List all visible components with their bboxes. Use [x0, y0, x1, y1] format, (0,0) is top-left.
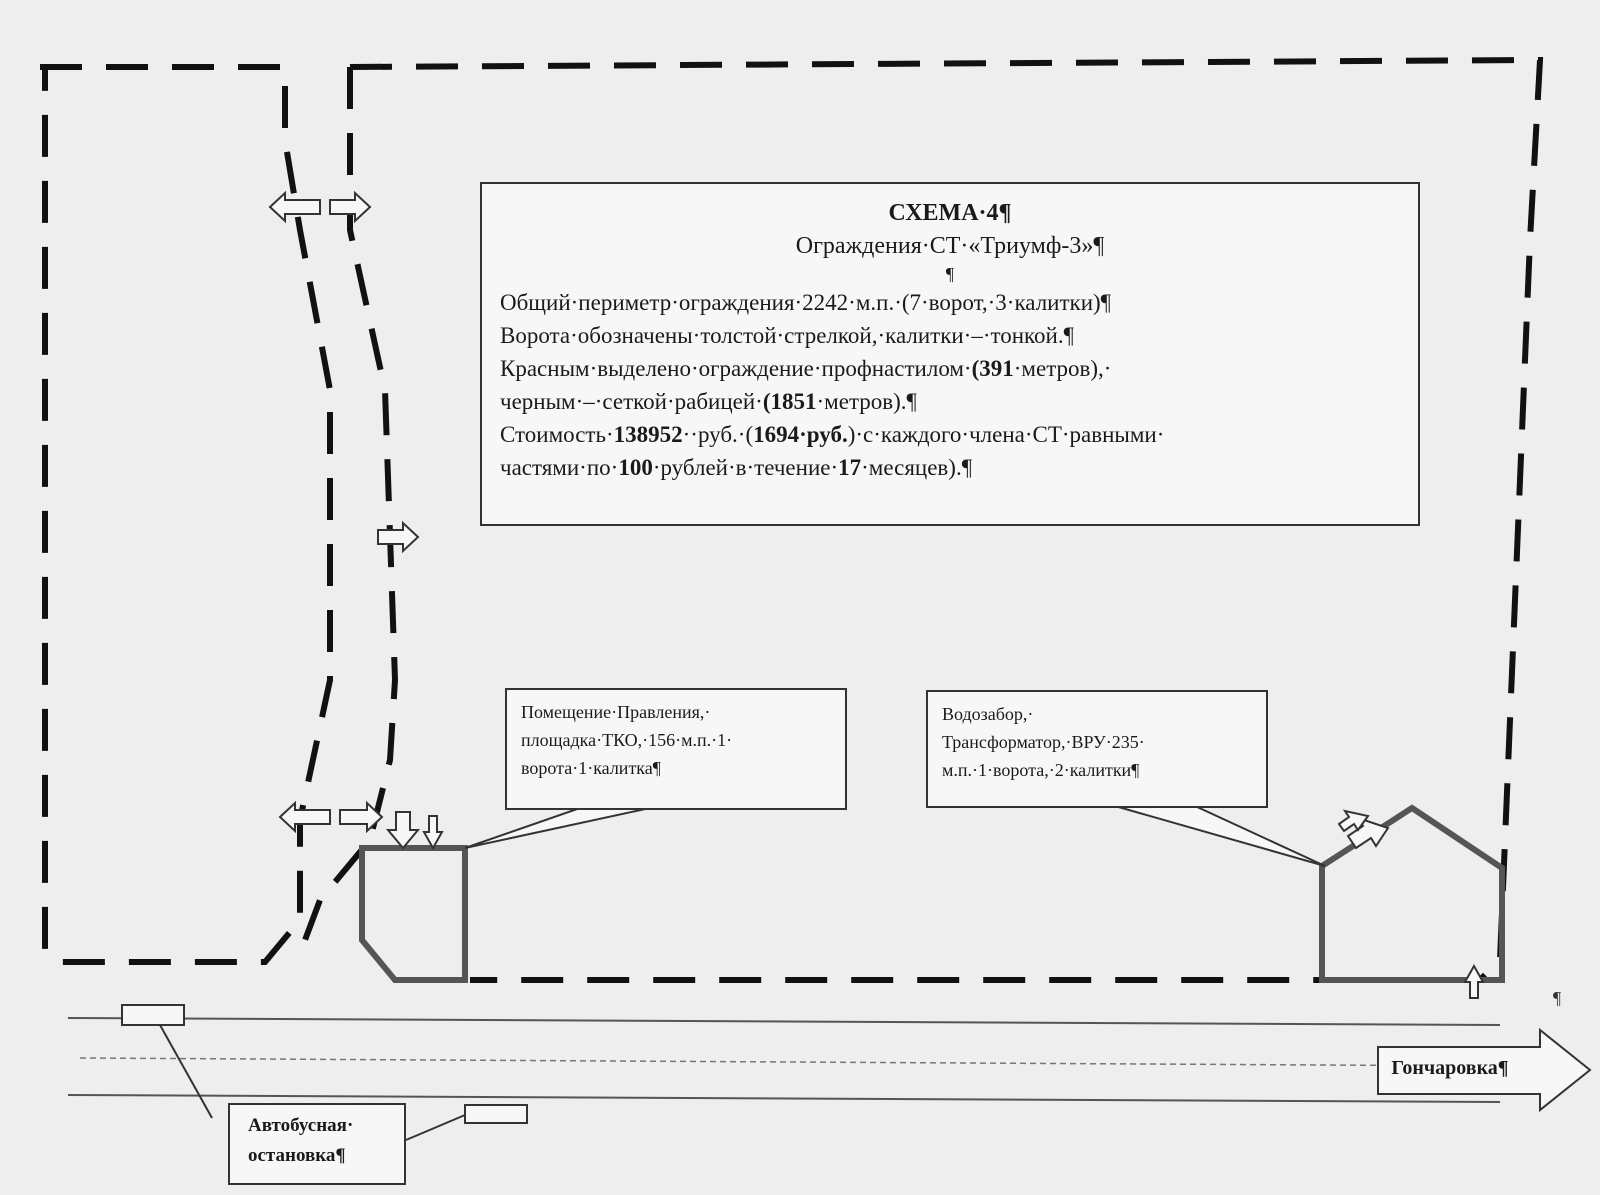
cost-prefix: Стоимость·	[500, 422, 614, 447]
wicket-arrow-water-top	[1337, 809, 1370, 833]
callout-board-line3: ворота·1·калитка¶	[521, 758, 661, 778]
gate-arrow-board-down	[385, 811, 421, 850]
water-intake-structure	[1319, 804, 1505, 983]
callout-water-intake: Водозабор,· Трансформатор,·ВРУ·235· м.п.…	[926, 690, 1268, 808]
fence-left-plot	[40, 64, 333, 965]
scheme-blank-paragraph: ¶	[945, 264, 955, 284]
cost-mid2: )·с·каждого·члена·СТ·равными·	[847, 422, 1165, 447]
bus-stop-pointer-right	[405, 1114, 466, 1141]
scheme-title: СХЕМА·4¶	[888, 200, 1012, 226]
legend-colors-suffix: ·метров),·	[1013, 356, 1112, 381]
cost-line: Стоимость·138952··руб.·(1694·руб.)·с·каж…	[500, 418, 1400, 451]
board-building	[359, 845, 468, 983]
end-pilcrow: ¶	[1553, 988, 1562, 1008]
gate-arrow-bottom-left	[278, 800, 331, 834]
legend-colors-prefix: Красным·выделено·ограждение·профнастилом…	[500, 356, 972, 381]
bus-stop-line1: Автобусная·	[248, 1115, 354, 1136]
bus-stop-marker-right	[464, 1104, 528, 1124]
payment-suffix: ·месяцев).¶	[861, 455, 973, 480]
wicket-arrow-water-bottom	[1463, 963, 1485, 999]
wicket-arrow-board-down	[422, 815, 444, 851]
road-edge-bottom	[67, 1094, 1501, 1103]
payment-mid: ·рублей·в·течение·	[652, 455, 839, 480]
callout-water-pointer	[1114, 805, 1326, 867]
callout-water-line3: м.п.·1·ворота,·2·калитки¶	[942, 760, 1140, 780]
gate-arrow-top-left	[268, 190, 321, 224]
payment-prefix: частями·по·	[500, 455, 619, 480]
gate-arrow-middle-right	[377, 520, 420, 554]
legend-mesh-prefix: черным·–·сеткой·рабицей·	[500, 389, 763, 414]
bus-stop-label: Автобусная· остановка¶	[228, 1103, 406, 1185]
legend-mesh-line: черным·–·сеткой·рабицей·(1851·метров).¶	[500, 385, 1400, 418]
fence-right-plot	[349, 56, 1544, 983]
scheme-subtitle: Ограждения·СТ·«Триумф-3»¶	[795, 233, 1105, 259]
legend-mesh-suffix: ·метров).¶	[816, 389, 917, 414]
road-edge-top	[67, 1017, 1501, 1026]
road-centerline	[79, 1057, 1501, 1067]
legend-mesh-bold: (1851	[762, 389, 817, 414]
cost-total: 138952	[613, 422, 683, 447]
legend-arrows-line: Ворота·обозначены·толстой·стрелкой,·кали…	[500, 323, 1075, 348]
callout-board-pointer	[464, 807, 651, 849]
cost-per-member: 1694·руб.	[753, 422, 848, 447]
callout-board-building: Помещение·Правления,· площадка·ТКО,·156·…	[505, 688, 847, 810]
cost-mid1: ··руб.·(	[682, 422, 754, 447]
bus-stop-line2: остановка¶	[248, 1145, 346, 1166]
legend-colors-line: Красным·выделено·ограждение·профнастилом…	[500, 352, 1400, 385]
payment-months: 17	[838, 455, 862, 480]
legend-colors-bold: (391	[971, 356, 1014, 381]
callout-water-line2: Трансформатор,·ВРУ·235·	[942, 732, 1145, 752]
road-direction-arrow	[1377, 1027, 1592, 1113]
payment-amount: 100	[618, 455, 653, 480]
scheme-info-box: СХЕМА·4¶ Ограждения·СТ·«Триумф-3»¶ ¶ Общ…	[480, 182, 1420, 526]
callout-water-line1: Водозабор,·	[942, 704, 1034, 724]
bus-stop-pointer-left	[159, 1024, 213, 1119]
callout-board-line2: площадка·ТКО,·156·м.п.·1·	[521, 730, 733, 750]
perimeter-line: Общий·периметр·ограждения·2242·м.п.·(7·в…	[500, 290, 1112, 315]
bus-stop-marker-left	[121, 1004, 185, 1026]
gate-arrow-top-right	[329, 190, 372, 224]
gate-arrow-bottom-right	[339, 800, 384, 834]
callout-board-line1: Помещение·Правления,·	[521, 702, 711, 722]
payment-line: частями·по·100·рублей·в·течение·17·месяц…	[500, 451, 1400, 484]
road-destination-label: Гончаровка¶	[1391, 1057, 1509, 1079]
